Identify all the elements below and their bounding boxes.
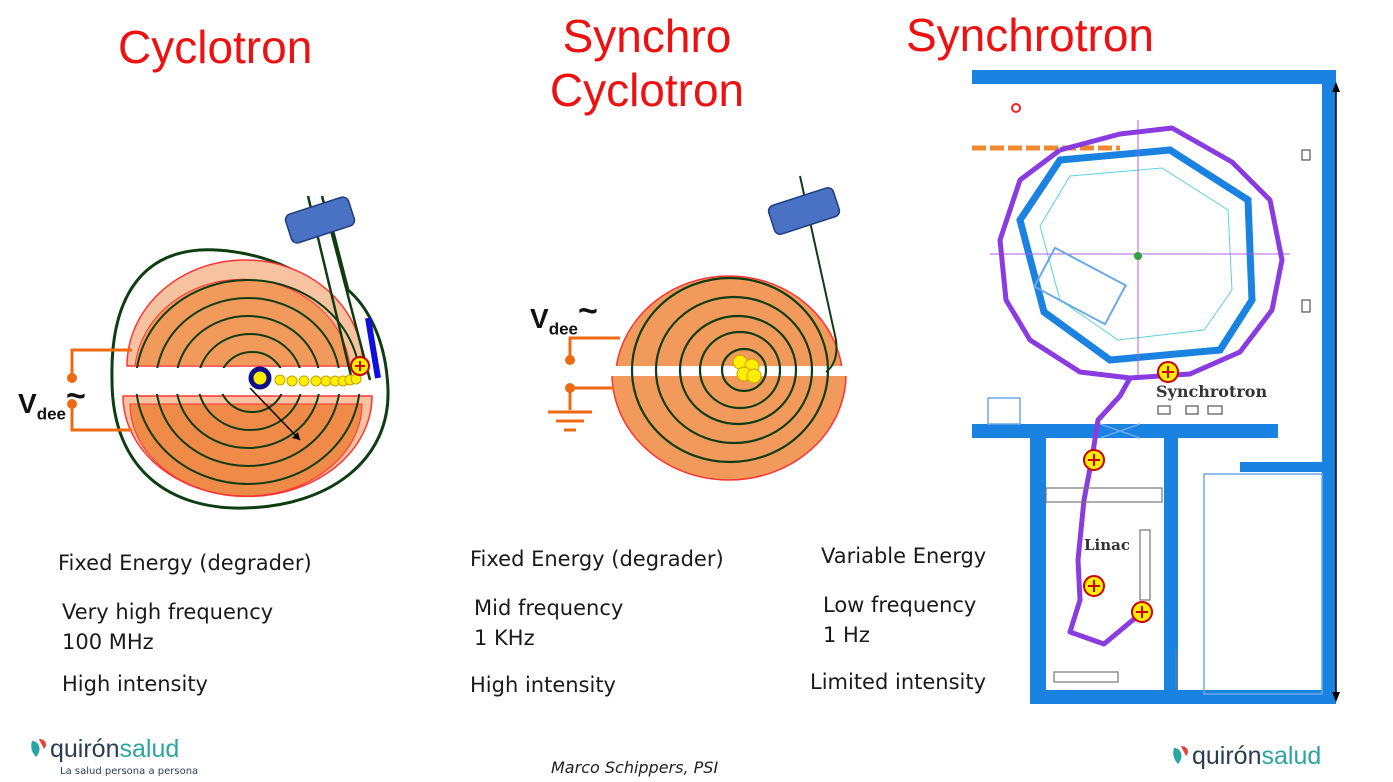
logo-left: quirónsalud La salud persona a persona bbox=[30, 735, 198, 777]
title-line-2: Cyclotron bbox=[549, 64, 745, 116]
lower-dee bbox=[611, 373, 847, 481]
cyclotron-voltage-label: Vdee~ bbox=[18, 377, 86, 424]
spec-line: Fixed Energy (degrader) bbox=[58, 551, 312, 575]
logo-mark-icon bbox=[30, 737, 48, 759]
logo-wordmark: quirónsalud bbox=[1172, 742, 1321, 771]
spec-line: 100 MHz bbox=[62, 630, 154, 654]
deflector bbox=[365, 317, 381, 379]
synchrotron-ring bbox=[1016, 146, 1256, 364]
plan-label-linac: Linac bbox=[1084, 536, 1131, 554]
ground-symbol-icon bbox=[548, 410, 592, 432]
spec-line: Limited intensity bbox=[810, 670, 987, 694]
upper-dee bbox=[615, 275, 843, 369]
building-walls bbox=[972, 70, 1336, 704]
synchrotron-plan bbox=[972, 70, 1340, 704]
synchrotron-spec-energy: Variable Energy bbox=[821, 541, 986, 571]
spec-line: 1 KHz bbox=[474, 626, 535, 650]
proton-plus-icon bbox=[1083, 449, 1105, 471]
synchrotron-spec-intensity: Limited intensity bbox=[810, 667, 986, 697]
spec-line: Very high frequency bbox=[62, 600, 274, 624]
beam-bunches bbox=[274, 373, 362, 387]
proton-plus-icon bbox=[350, 356, 370, 376]
synchro-cyclotron-title: Synchro Cyclotron bbox=[536, 9, 758, 117]
cyclotron-outer-contour bbox=[110, 219, 390, 510]
cyclotron-title: Cyclotron bbox=[118, 21, 313, 73]
spec-line: High intensity bbox=[470, 673, 616, 697]
proton-plus-icon bbox=[1083, 575, 1105, 597]
synchro-voltage-label: Vdee~ bbox=[530, 292, 598, 339]
spec-line: Fixed Energy (degrader) bbox=[470, 547, 724, 571]
logo-tagline: La salud persona a persona bbox=[60, 766, 199, 777]
spec-line: Low frequency bbox=[823, 593, 977, 617]
linac-equipment bbox=[1045, 487, 1177, 690]
proton-plus-icon bbox=[1157, 361, 1179, 383]
cyclotron-spec-energy: Fixed Energy (degrader) bbox=[58, 548, 312, 578]
synchrocyclotron-diagram bbox=[548, 175, 848, 481]
spec-line: Mid frequency bbox=[474, 596, 624, 620]
logo-mark-icon bbox=[1172, 744, 1190, 766]
spec-line: Variable Energy bbox=[821, 544, 987, 568]
logo-wordmark: quirónsalud bbox=[30, 735, 198, 764]
ac-source-icon: ~ bbox=[577, 292, 598, 330]
spec-line: 1 Hz bbox=[823, 623, 870, 647]
cyclotron-diagram bbox=[67, 195, 390, 510]
synchrotron-title: Synchrotron bbox=[906, 9, 1155, 61]
synchro-spec-intensity: High intensity bbox=[470, 670, 616, 700]
spec-line: High intensity bbox=[62, 672, 208, 696]
synchro-spec-frequency: Mid frequency 1 KHz bbox=[474, 593, 623, 653]
extraction-magnet bbox=[767, 187, 841, 235]
cyclotron-spec-intensity: High intensity bbox=[62, 669, 208, 699]
radius-arrow bbox=[249, 387, 301, 441]
proton-bunch bbox=[732, 354, 762, 384]
extraction-magnet bbox=[284, 196, 356, 244]
proton-plus-icon bbox=[1131, 601, 1153, 623]
logo-right: quirónsalud bbox=[1172, 742, 1321, 771]
plan-label-synchrotron: Synchrotron bbox=[1156, 382, 1268, 401]
synchrotron-spec-frequency: Low frequency 1 Hz bbox=[823, 590, 976, 650]
proton-path bbox=[997, 125, 1285, 647]
synchro-spec-energy: Fixed Energy (degrader) bbox=[470, 544, 724, 574]
ac-source-icon: ~ bbox=[65, 377, 86, 415]
cyclotron-spec-frequency: Very high frequency 100 MHz bbox=[62, 597, 273, 657]
title-line-1: Synchro bbox=[562, 10, 732, 62]
rf-leads bbox=[70, 348, 132, 432]
ion-source bbox=[248, 366, 272, 390]
credit-text: Marco Schippers, PSI bbox=[551, 758, 719, 777]
